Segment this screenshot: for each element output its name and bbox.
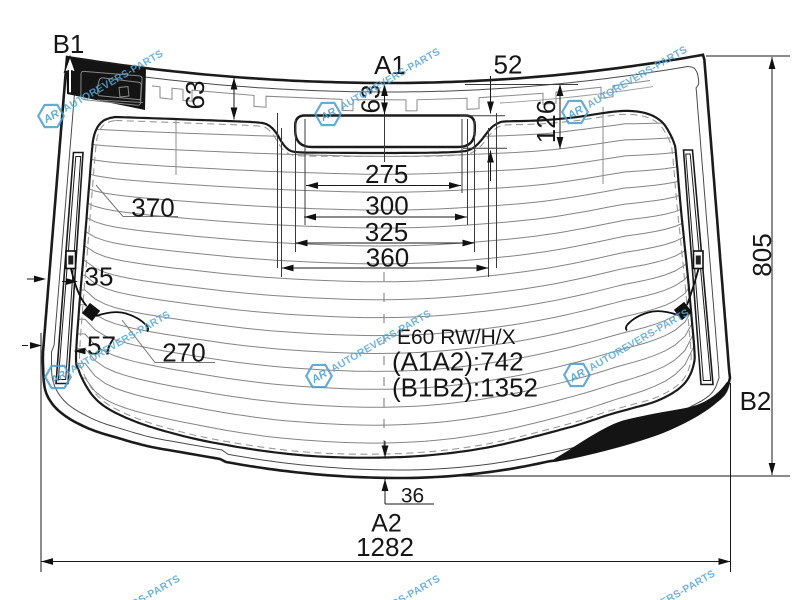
svg-text:1282: 1282 [356,532,414,562]
svg-text:63: 63 [356,85,386,114]
svg-text:63: 63 [180,81,210,110]
svg-text:275: 275 [365,159,408,189]
svg-text:805: 805 [747,233,777,276]
svg-text:B1: B1 [53,29,85,59]
svg-text:360: 360 [366,243,409,273]
svg-text:A2: A2 [371,510,402,538]
svg-text:B2: B2 [740,386,772,416]
svg-text:A1: A1 [374,50,406,80]
svg-text:(B1B2):1352: (B1B2):1352 [392,373,538,403]
svg-text:35: 35 [85,262,114,292]
svg-text:52: 52 [494,50,523,80]
svg-text:300: 300 [365,191,408,221]
svg-text:270: 270 [162,338,205,368]
svg-text:370: 370 [131,193,174,223]
svg-text:126: 126 [531,100,561,143]
svg-text:325: 325 [365,217,408,247]
svg-text:36: 36 [401,485,424,508]
svg-text:57: 57 [87,331,116,361]
svg-text:(A1A2):742: (A1A2):742 [392,347,524,377]
svg-text:E60 RW/H/X: E60 RW/H/X [397,326,516,349]
